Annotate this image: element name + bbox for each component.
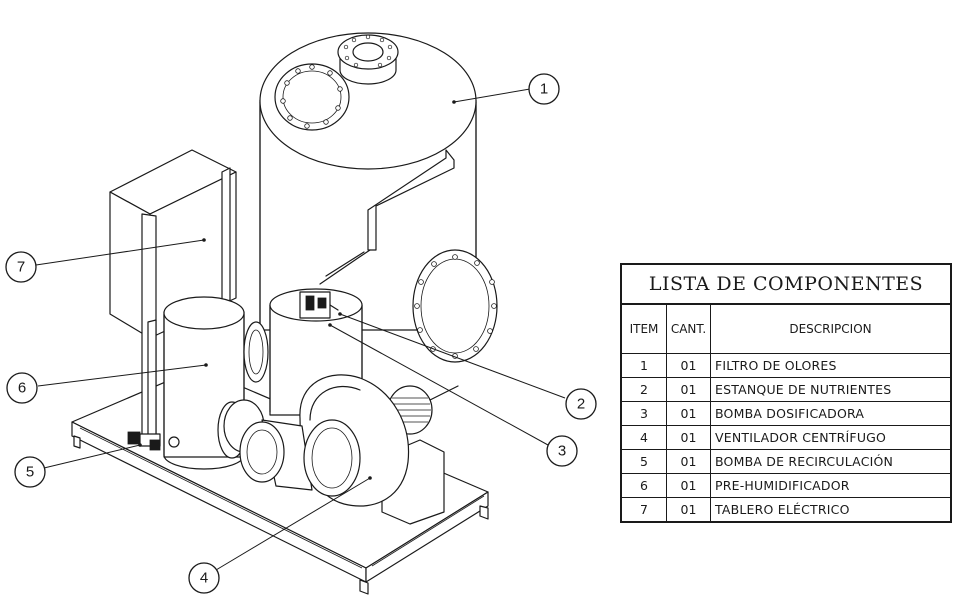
dosing-pipe <box>319 149 455 285</box>
cell-cant: 01 <box>666 425 711 450</box>
table-row: 2 01 ESTANQUE DE NUTRIENTES <box>620 377 952 402</box>
cell-item: 3 <box>620 401 667 426</box>
callout-2-label: 2 <box>577 396 585 413</box>
callout-7-label: 7 <box>17 259 25 276</box>
table-title: LISTA DE COMPONENTES <box>620 263 952 305</box>
component-list-table: LISTA DE COMPONENTES ITEM CANT. DESCRIPC… <box>620 263 952 523</box>
cell-descripcion: PRE-HUMIDIFICADOR <box>710 473 952 498</box>
callout-1-label: 1 <box>540 81 548 98</box>
side-inlet-flange <box>412 249 498 363</box>
callout-3-label: 3 <box>558 443 566 460</box>
table-row: 3 01 BOMBA DOSIFICADORA <box>620 401 952 426</box>
callout-5: 5 <box>14 456 46 488</box>
cell-descripcion: FILTRO DE OLORES <box>710 353 952 378</box>
cell-cant: 01 <box>666 449 711 474</box>
top-manway-flange <box>274 63 350 131</box>
cell-item: 2 <box>620 377 667 402</box>
table-row: 1 01 FILTRO DE OLORES <box>620 353 952 378</box>
cell-descripcion: BOMBA DOSIFICADORA <box>710 401 952 426</box>
table-row: 4 01 VENTILADOR CENTRÍFUGO <box>620 425 952 450</box>
dosing-pump <box>299 291 339 319</box>
table-row: 6 01 PRE-HUMIDIFICADOR <box>620 473 952 498</box>
centrifugal-fan <box>239 374 459 525</box>
pre-humidifier <box>147 296 269 470</box>
callout-4: 4 <box>188 562 220 594</box>
cell-item: 5 <box>620 449 667 474</box>
cell-descripcion: BOMBA DE RECIRCULACIÓN <box>710 449 952 474</box>
callout-6: 6 <box>6 372 38 404</box>
recirculation-pump <box>127 431 180 451</box>
callout-5-label: 5 <box>26 464 34 481</box>
callout-1: 1 <box>528 73 560 105</box>
cell-descripcion: TABLERO ELÉCTRICO <box>710 497 952 523</box>
callout-6-label: 6 <box>18 380 26 397</box>
cell-cant: 01 <box>666 497 711 523</box>
header-descripcion: DESCRIPCION <box>710 303 952 354</box>
callout-7: 7 <box>5 251 37 283</box>
header-item: ITEM <box>620 303 667 354</box>
top-outlet-nozzle <box>337 34 399 85</box>
cell-cant: 01 <box>666 353 711 378</box>
cell-item: 6 <box>620 473 667 498</box>
table-row: 7 01 TABLERO ELÉCTRICO <box>620 497 952 523</box>
header-cant: CANT. <box>666 303 711 354</box>
callout-2: 2 <box>565 388 597 420</box>
cell-item: 1 <box>620 353 667 378</box>
callout-4-label: 4 <box>200 570 208 587</box>
cell-descripcion: ESTANQUE DE NUTRIENTES <box>710 377 952 402</box>
cell-cant: 01 <box>666 401 711 426</box>
table-row: 5 01 BOMBA DE RECIRCULACIÓN <box>620 449 952 474</box>
cell-item: 4 <box>620 425 667 450</box>
cell-descripcion: VENTILADOR CENTRÍFUGO <box>710 425 952 450</box>
callout-3: 3 <box>546 435 578 467</box>
table-header-row: ITEM CANT. DESCRIPCION <box>620 303 952 354</box>
cell-item: 7 <box>620 497 667 523</box>
odor-filter-tower <box>259 32 498 363</box>
cell-cant: 01 <box>666 377 711 402</box>
leader-lines <box>35 88 566 571</box>
cell-cant: 01 <box>666 473 711 498</box>
